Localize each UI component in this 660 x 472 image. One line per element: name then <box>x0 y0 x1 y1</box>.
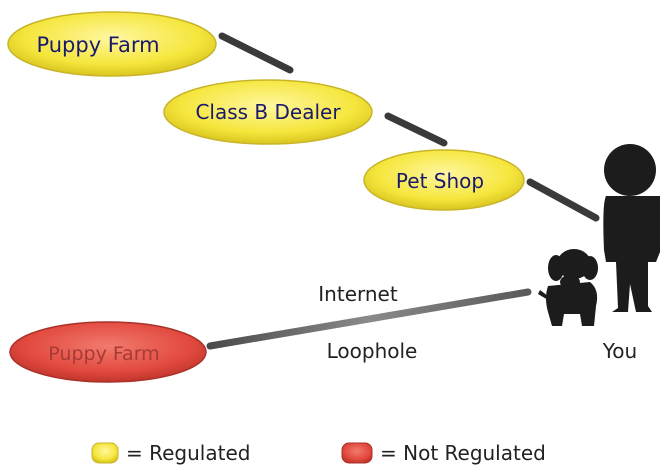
connector-shop-you <box>526 178 600 222</box>
connector-dealer-shop <box>384 112 448 147</box>
node-pet-shop: Pet Shop <box>363 149 525 211</box>
connector-farm-dealer <box>218 32 294 74</box>
dog-silhouette-icon <box>538 249 598 326</box>
node-puppy-farm-unregulated: Puppy Farm <box>9 321 207 383</box>
node-label: Pet Shop <box>396 169 484 193</box>
node-label: Class B Dealer <box>195 100 341 124</box>
legend-label-regulated: = Regulated <box>126 441 250 465</box>
connector-internet <box>206 288 532 350</box>
legend-label-not-regulated: = Not Regulated <box>380 441 546 465</box>
node-class-b-dealer: Class B Dealer <box>163 79 373 145</box>
node-label: Puppy Farm <box>36 33 159 57</box>
you-label: You <box>602 339 637 363</box>
legend-swatch-regulated <box>91 442 119 464</box>
node-label: Puppy Farm <box>48 343 159 365</box>
legend-swatch-not-regulated <box>341 442 373 464</box>
loophole-label: Loophole <box>327 339 418 363</box>
node-puppy-farm-regulated: Puppy Farm <box>7 11 217 77</box>
legend: = Regulated = Not Regulated <box>91 441 546 465</box>
internet-label: Internet <box>318 282 398 306</box>
legend-item-regulated: = Regulated <box>91 441 250 465</box>
person-silhouette-icon <box>603 144 660 312</box>
legend-item-not-regulated: = Not Regulated <box>341 441 546 465</box>
